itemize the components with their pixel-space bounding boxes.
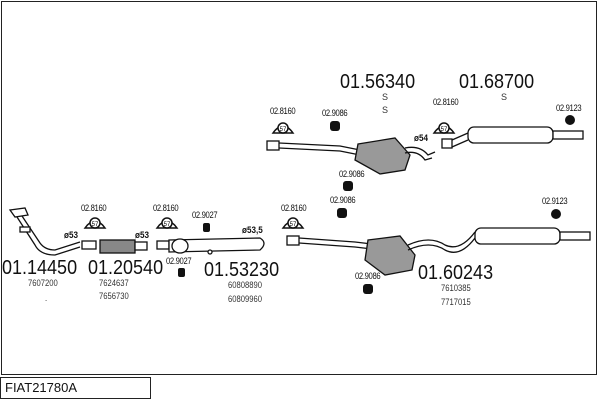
front-silencer — [168, 237, 265, 253]
clamp-size-label: 57 — [290, 222, 297, 228]
accessory-label: 02.8160 — [281, 203, 307, 213]
oe-number: . — [45, 293, 48, 303]
oe-number: 7656730 — [99, 291, 129, 301]
downpipe-pipe — [16, 216, 81, 256]
downpipe-flange — [19, 226, 31, 233]
accessory-label: 02.8160 — [270, 106, 296, 116]
note-s: S — [382, 92, 389, 102]
rear-silencer-upper — [467, 126, 554, 144]
part-number-rear-silencer-lower: 01.60243 — [418, 262, 494, 284]
rear-silencer-lower — [474, 227, 561, 245]
oe-number: 7610385 — [441, 283, 471, 293]
accessory-label: 02.9086 — [355, 271, 381, 281]
part-number-downpipe: 01.14450 — [2, 257, 78, 279]
clamp-size-label: 57 — [280, 127, 287, 133]
middle-pipe-upper — [278, 142, 361, 151]
accessory-label: 02.9086 — [330, 195, 356, 205]
accessory-label: 02.9123 — [556, 103, 582, 113]
accessory-label: 02.9123 — [542, 196, 568, 206]
clamp-size-label: 57 — [92, 222, 99, 228]
oe-number: 7717015 — [441, 297, 471, 307]
oe-number: 60809960 — [228, 294, 263, 304]
part-number-front-silencer: 01.53230 — [204, 259, 280, 281]
reference-code: FIAT21780A — [0, 377, 151, 399]
accessory-label: 02.8160 — [81, 203, 107, 213]
part-number-flex-pipe: 01.20540 — [88, 257, 164, 279]
middle-silencer-lower — [364, 235, 416, 276]
accessory-label: 02.8160 — [153, 203, 179, 213]
accessory-label: 02.9086 — [339, 169, 365, 179]
diagram-frame — [1, 1, 597, 375]
accessory-label: 02.9027 — [166, 256, 192, 266]
part-number-rear-silencer-upper: 01.68700 — [459, 71, 535, 93]
oe-number: 7607200 — [28, 278, 58, 288]
downpipe-part — [8, 207, 29, 218]
accessory-label: 02.8160 — [433, 97, 459, 107]
accessory-label: 02.9086 — [322, 108, 348, 118]
clamp-size-label: 57 — [441, 127, 448, 133]
middle-pipe-lower — [298, 237, 373, 245]
oe-number: 7624637 — [99, 278, 129, 288]
diameter-label: ø53,5 — [242, 225, 263, 235]
clamp-size-label: 57 — [164, 222, 171, 228]
rubber-mount-icons — [178, 115, 575, 294]
oe-number: 60808890 — [228, 280, 263, 290]
note-s: S — [501, 92, 508, 102]
flex-pipe — [99, 239, 136, 254]
note-s: S — [382, 105, 389, 115]
diameter-label: ø53 — [135, 230, 149, 240]
accessory-label: 02.9027 — [192, 210, 218, 220]
diameter-label: ø53 — [64, 230, 78, 240]
middle-silencer-upper — [354, 137, 411, 175]
clamp-icons — [83, 122, 456, 229]
part-number-middle-silencer: 01.56340 — [340, 71, 416, 93]
diameter-label: ø54 — [414, 133, 428, 143]
